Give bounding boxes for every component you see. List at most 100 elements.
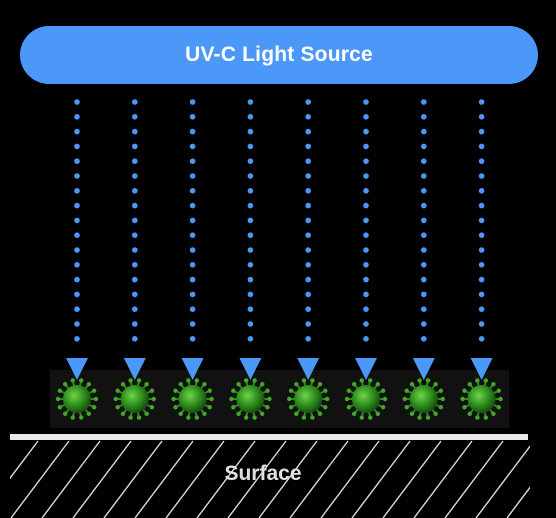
virus-spike-tip: [207, 405, 212, 410]
ray-dot: [421, 99, 427, 105]
virus-spike-tip: [231, 405, 236, 410]
ray-dot: [363, 158, 369, 164]
ray-dot: [421, 158, 427, 164]
ray-dot: [421, 306, 427, 313]
ray-arrowhead: [470, 358, 493, 380]
virus-spike-tip: [173, 388, 178, 393]
ray-dot: [74, 202, 80, 209]
virus-spike-tip: [236, 381, 241, 387]
ray-dot: [74, 321, 80, 327]
hatch-line: [227, 440, 287, 518]
ray-dot: [478, 173, 485, 179]
ray-dot: [305, 232, 312, 238]
ray-dot: [305, 114, 312, 120]
virus-body: [467, 385, 496, 413]
virus-spike-tip: [115, 405, 120, 410]
ray-dot: [247, 217, 254, 224]
ray-dot: [247, 276, 254, 283]
ray-dot: [478, 306, 485, 313]
virus-spike-tip: [288, 405, 294, 410]
virus-spike-tip: [91, 388, 97, 393]
virus-spike-tip: [359, 378, 364, 383]
surface-label: Surface: [224, 462, 302, 485]
virus-spike-tip: [173, 405, 178, 410]
ray-dot: [421, 143, 427, 150]
ray-dot: [247, 158, 254, 164]
ray-dot: [305, 217, 312, 224]
ray-dot: [305, 173, 312, 179]
ray-dot: [132, 202, 138, 209]
virus-spike-tip: [128, 415, 133, 420]
virus-spike-tip: [323, 405, 328, 410]
ray-dot: [74, 188, 80, 194]
light-source-label: UV-C Light Source: [185, 43, 373, 66]
virus-spike-tip: [462, 388, 467, 393]
ray-dot: [421, 321, 427, 327]
ray-dot: [132, 336, 138, 342]
ray-dot: [363, 202, 369, 209]
uv-ray: [123, 99, 146, 380]
virus-body: [120, 385, 149, 413]
virus-spike-tip: [460, 396, 465, 402]
virus-spike-tip: [404, 405, 409, 410]
ray-dot: [74, 336, 80, 342]
ray-dot: [363, 99, 369, 105]
ray-dot: [478, 336, 485, 342]
ray-dot: [74, 128, 80, 135]
uv-rays: [66, 99, 493, 380]
ray-dot: [247, 291, 254, 298]
virus-icon: [55, 378, 99, 420]
virus-spike-tip: [260, 411, 265, 417]
ray-dot: [189, 173, 196, 179]
hatch-line: [72, 440, 132, 518]
hatch-line: [134, 440, 194, 518]
hatch-line: [538, 441, 556, 518]
ray-dot: [74, 262, 80, 268]
ray-dot: [189, 232, 196, 238]
ray-dot: [74, 276, 80, 283]
ray-dot: [363, 128, 369, 135]
virus-spike-tip: [310, 378, 315, 383]
ray-dot: [247, 99, 254, 105]
ray-dot: [74, 114, 80, 120]
uv-ray: [355, 99, 377, 380]
ray-dot: [74, 291, 80, 298]
virus-spike-tip: [409, 411, 415, 417]
virus-spike-tip: [317, 411, 323, 417]
virus-body: [63, 385, 91, 413]
ray-dot: [247, 114, 254, 120]
ray-dot: [363, 336, 369, 342]
ray-dot: [189, 143, 196, 150]
virus-spike-tip: [265, 388, 270, 393]
virus-spike-tip: [243, 378, 249, 383]
ray-dot: [132, 114, 138, 120]
hatch-line: [196, 440, 256, 518]
virus-spike-tip: [417, 378, 422, 383]
hatch-line: [351, 440, 411, 518]
virus-icon: [229, 378, 272, 420]
hatch-line: [258, 440, 318, 518]
hatch-line: [10, 440, 70, 518]
ray-dot: [363, 143, 369, 150]
ray-dot: [478, 158, 485, 164]
ray-dot: [132, 232, 138, 238]
ray-arrowhead: [66, 358, 88, 380]
virus-body: [236, 385, 265, 413]
ray-dot: [363, 114, 369, 120]
ray-dot: [132, 306, 138, 313]
ray-dot: [421, 336, 427, 342]
ray-dot: [305, 188, 312, 194]
virus-spike-tip: [260, 381, 265, 387]
virus-spike-tip: [346, 405, 352, 410]
virus-spike-tip: [310, 415, 315, 420]
virus-spike-tip: [151, 396, 156, 402]
ray-dot: [74, 217, 80, 224]
hatch-line: [289, 440, 349, 518]
virus-spike-tip: [86, 411, 92, 417]
ray-dot: [363, 306, 369, 313]
ray-dot: [247, 262, 254, 268]
ray-arrowhead: [123, 358, 146, 380]
virus-icon: [171, 378, 214, 420]
ray-dot: [132, 262, 138, 268]
ray-dot: [363, 188, 369, 194]
